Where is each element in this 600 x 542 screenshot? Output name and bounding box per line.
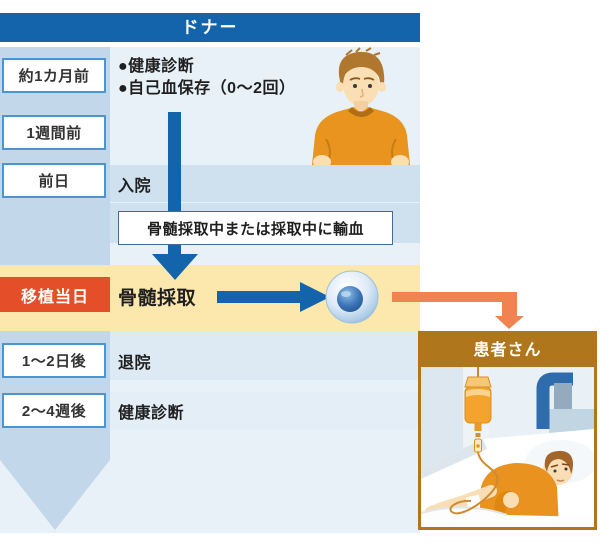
donor-illustration [300, 47, 420, 165]
flow-arrow-down-icon [152, 112, 198, 280]
patient-panel-title: 患者さん [421, 334, 594, 367]
donor-person-icon [312, 47, 410, 165]
timeline-label-2-4weeks-after: 2～4週後 [2, 393, 106, 428]
row-stripe-checkup [110, 392, 420, 430]
event-precheck-list: ●健康診断 ●自己血保存（0～2回） [118, 56, 295, 99]
patient-panel: 患者さん [418, 331, 597, 530]
timeline-label-day-before: 前日 [2, 163, 106, 198]
timeline-label-1month-before: 約1カ月前 [2, 58, 106, 93]
event-marrow-harvest: 骨髄採取 [118, 288, 197, 309]
event-admission: 入院 [118, 178, 152, 195]
transfusion-note-box: 骨髄採取中または採取中に輸血 [118, 211, 393, 245]
row-stripe-admission [110, 165, 420, 202]
stem-cell-icon [325, 270, 379, 324]
donor-panel-title: ドナー [0, 13, 420, 42]
event-health-check: ●健康診断 [118, 58, 195, 75]
event-discharge: 退院 [118, 355, 152, 372]
timeline-label-1week-before: 1週間前 [2, 115, 106, 150]
event-checkup: 健康診断 [118, 405, 185, 422]
patient-in-bed-illustration [421, 367, 594, 527]
event-autologous-blood: ●自己血保存（0～2回） [118, 79, 296, 97]
row-stripe-discharge [110, 331, 420, 380]
timeline-label-transplant-day: 移植当日 [0, 277, 110, 312]
flow-arrow-to-patient-icon [392, 292, 524, 329]
flow-arrow-right-icon [217, 282, 330, 312]
timeline-label-1-2days-after: 1～2日後 [2, 343, 106, 378]
